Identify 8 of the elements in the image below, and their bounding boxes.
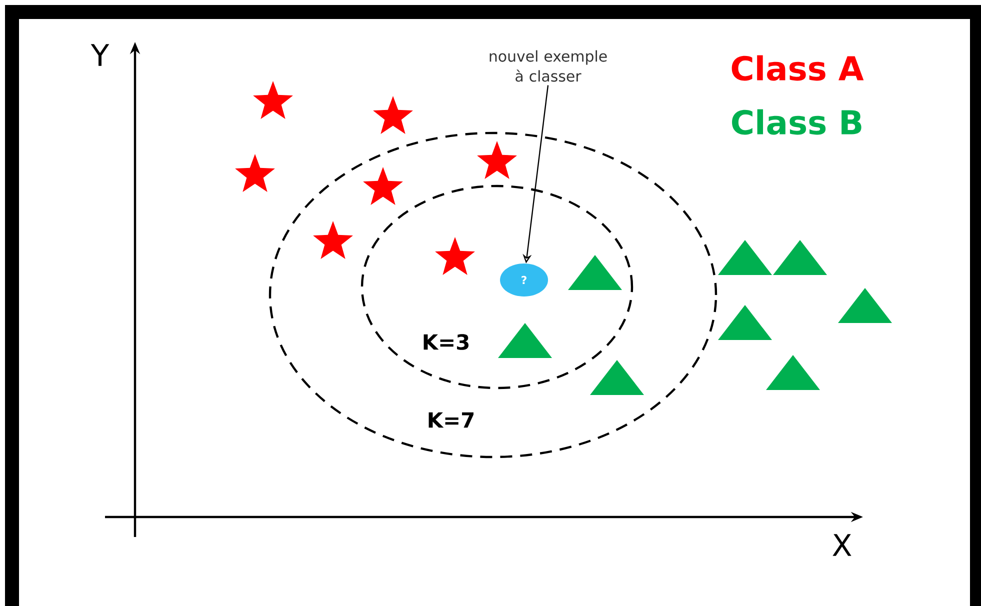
k-label: K=3 <box>424 334 468 350</box>
legend-entry: Class A <box>732 55 864 81</box>
axis-label: X <box>832 534 852 556</box>
k-label: K=7 <box>428 412 474 428</box>
legend-entry: Class B <box>732 109 862 135</box>
axis-label: Y <box>90 44 110 66</box>
query-point: ? <box>500 263 548 296</box>
callout-text: nouvel exemple à classer <box>490 50 607 82</box>
